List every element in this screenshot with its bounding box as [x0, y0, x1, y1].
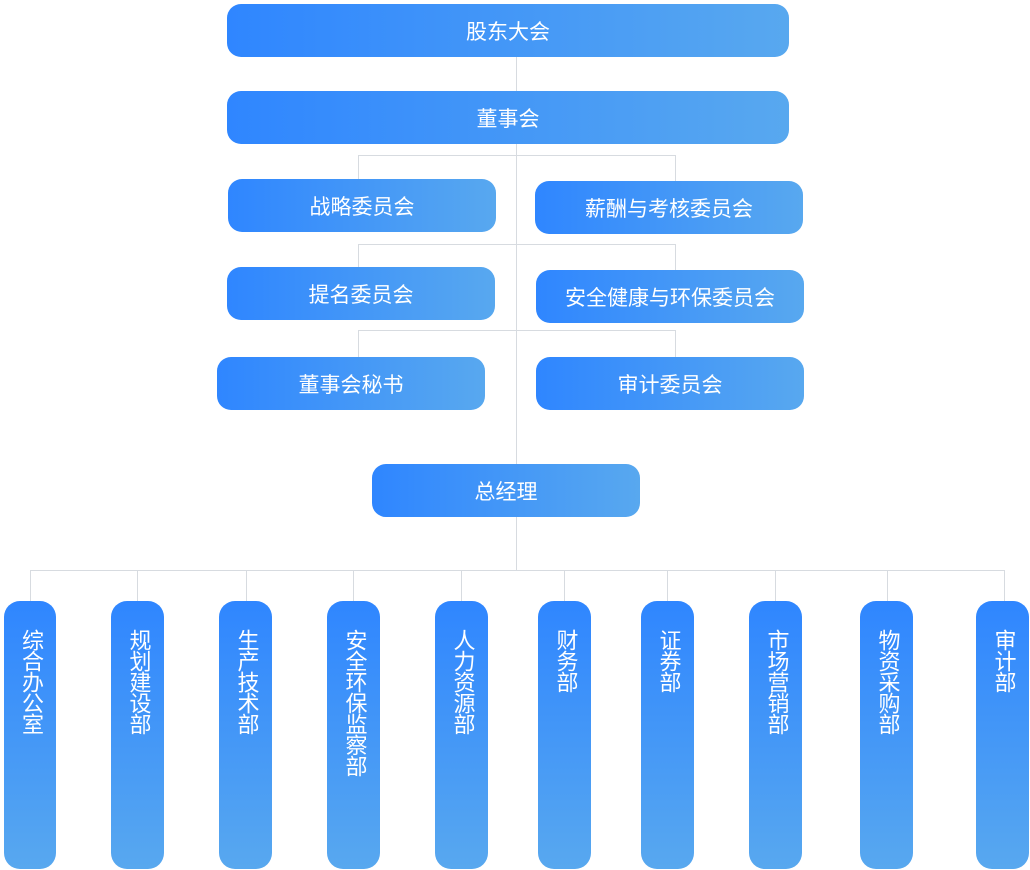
dept-label: 安全环保监察部	[341, 629, 367, 776]
connector-line	[30, 570, 31, 601]
connector-line	[358, 155, 359, 179]
connector-line	[30, 570, 1005, 571]
connector-line	[461, 570, 462, 601]
connector-line	[246, 570, 247, 601]
connector-line	[887, 570, 888, 601]
node-label: 安全健康与环保委员会	[565, 285, 775, 310]
dept-label: 财务部	[552, 629, 578, 692]
node-label: 战略委员会	[309, 194, 415, 219]
connector-line	[564, 570, 565, 601]
connector-line	[675, 155, 676, 181]
dept-planning-construction: 规划建设部	[111, 601, 164, 869]
dept-securities: 证券部	[641, 601, 694, 869]
node-label: 董事会秘书	[298, 372, 404, 397]
dept-label: 综合办公室	[18, 629, 43, 734]
connector-line	[358, 330, 676, 331]
connector-line	[358, 330, 359, 357]
connector-line	[775, 570, 776, 601]
dept-production-technology: 生产技术部	[219, 601, 272, 869]
node-label: 薪酬与考核委员会	[585, 196, 753, 221]
dept-label: 证券部	[655, 629, 681, 692]
dept-finance: 财务部	[538, 601, 591, 869]
dept-label: 规划建设部	[125, 629, 151, 734]
dept-procurement: 物资采购部	[860, 601, 913, 869]
connector-line	[358, 244, 359, 267]
node-board-of-directors: 董事会	[227, 91, 789, 144]
dept-label: 审计部	[990, 629, 1016, 692]
dept-label: 物资采购部	[874, 629, 900, 734]
dept-marketing: 市场营销部	[749, 601, 802, 869]
connector-line	[516, 144, 517, 571]
node-board-secretary: 董事会秘书	[217, 357, 485, 410]
node-hse-committee: 安全健康与环保委员会	[536, 270, 804, 323]
connector-line	[1004, 570, 1005, 601]
dept-general-office: 综合办公室	[4, 601, 56, 869]
connector-line	[358, 244, 676, 245]
dept-human-resources: 人力资源部	[435, 601, 488, 869]
connector-line	[516, 57, 517, 91]
dept-safety-environmental: 安全环保监察部	[327, 601, 380, 869]
dept-label: 人力资源部	[449, 629, 475, 734]
connector-line	[675, 244, 676, 270]
node-label: 总经理	[474, 479, 538, 504]
node-nomination-committee: 提名委员会	[227, 267, 495, 320]
connector-line	[675, 330, 676, 357]
dept-label: 生产技术部	[233, 629, 259, 734]
connector-line	[667, 570, 668, 601]
node-general-manager: 总经理	[372, 464, 640, 517]
connector-line	[353, 570, 354, 601]
dept-audit: 审计部	[976, 601, 1029, 869]
node-compensation-committee: 薪酬与考核委员会	[535, 181, 803, 234]
node-label: 股东大会	[466, 19, 550, 44]
dept-label: 市场营销部	[763, 629, 789, 734]
node-strategy-committee: 战略委员会	[228, 179, 496, 232]
node-audit-committee: 审计委员会	[536, 357, 804, 410]
node-label: 提名委员会	[308, 282, 414, 307]
connector-line	[358, 155, 676, 156]
node-label: 审计委员会	[617, 372, 723, 397]
node-shareholders-meeting: 股东大会	[227, 4, 789, 57]
connector-line	[137, 570, 138, 601]
node-label: 董事会	[476, 106, 540, 131]
